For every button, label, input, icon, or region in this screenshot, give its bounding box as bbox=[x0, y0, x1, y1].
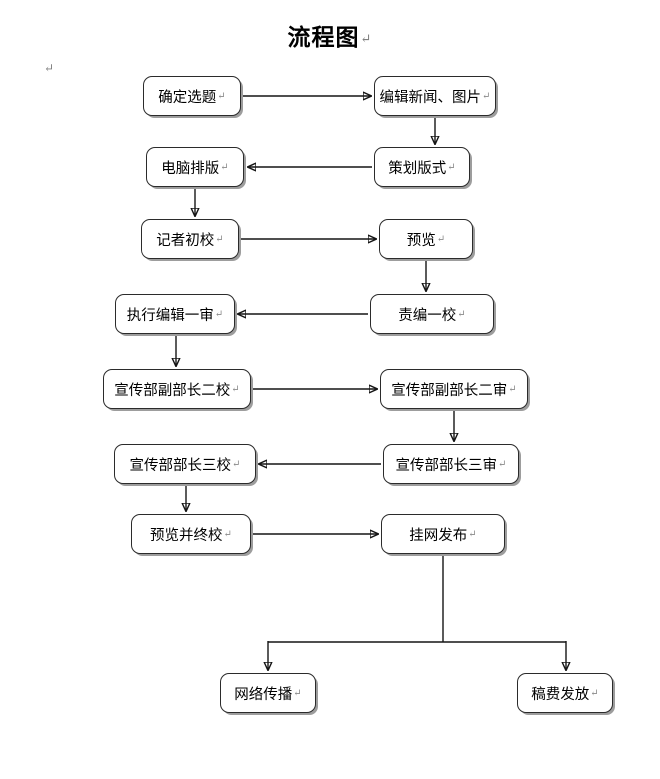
pilcrow-mark: ↵ bbox=[232, 458, 241, 470]
flow-node-zebian-yijiao[interactable]: 责编一校↵ bbox=[370, 294, 494, 334]
flow-node-diannao-paiban[interactable]: 电脑排版↵ bbox=[146, 147, 244, 187]
flow-node-label: 宣传部副部长二审 bbox=[391, 382, 508, 399]
pilcrow-mark: ↵ bbox=[214, 308, 224, 320]
flow-node-label: 编辑新闻、图片 bbox=[379, 89, 482, 106]
flow-node-label: 挂网发布 bbox=[409, 527, 468, 544]
pilcrow-mark: ↵ bbox=[590, 687, 599, 699]
flow-node-guawang-fabu[interactable]: 挂网发布↵ bbox=[381, 514, 505, 554]
flow-node-label: 网络传播 bbox=[234, 686, 293, 703]
pilcrow-mark: ↵ bbox=[223, 528, 232, 540]
flow-node-yulan[interactable]: 预览↵ bbox=[379, 219, 473, 259]
flow-node-label: 预览 bbox=[406, 232, 436, 249]
flow-node-xuanchuanbu-fubuzhang-ershen[interactable]: 宣传部副部长二审↵ bbox=[380, 369, 528, 409]
flow-node-xuanchuanbu-buzhang-sanshen[interactable]: 宣传部部长三审↵ bbox=[383, 444, 519, 484]
pilcrow-mark: ↵ bbox=[217, 90, 226, 102]
pilcrow-mark: ↵ bbox=[231, 383, 240, 395]
flow-node-wangluo-chuanbo[interactable]: 网络传播↵ bbox=[220, 673, 316, 713]
pilcrow-mark: ↵ bbox=[498, 458, 507, 470]
flow-node-queding-xuanti[interactable]: 确定选题↵ bbox=[143, 76, 241, 116]
pilcrow-mark: ↵ bbox=[447, 161, 456, 173]
flow-node-bianji-xinwen-tupian[interactable]: 编辑新闻、图片↵ bbox=[374, 76, 496, 116]
flow-node-label: 预览并终校 bbox=[150, 527, 223, 544]
flow-node-label: 策划版式 bbox=[388, 160, 447, 177]
flow-node-cehua-banshi[interactable]: 策划版式↵ bbox=[374, 147, 470, 187]
flow-node-label: 宣传部部长三审 bbox=[395, 457, 498, 474]
page-title: 流程图↵ bbox=[0, 18, 660, 52]
pilcrow-mark: ↵ bbox=[360, 31, 373, 46]
flow-node-label: 电脑排版 bbox=[161, 160, 220, 177]
stray-pilcrow-mark: ↵ bbox=[44, 61, 55, 75]
flow-node-yulan-bing-zhongjiao[interactable]: 预览并终校↵ bbox=[131, 514, 251, 554]
page-title-text: 流程图 bbox=[287, 25, 360, 50]
pilcrow-mark: ↵ bbox=[482, 90, 491, 102]
flow-node-label: 记者初校 bbox=[156, 232, 215, 249]
pilcrow-mark: ↵ bbox=[436, 233, 446, 245]
flow-node-label: 责编一校 bbox=[398, 307, 457, 324]
pilcrow-mark: ↵ bbox=[220, 161, 229, 173]
flow-node-label: 执行编辑一审 bbox=[126, 307, 214, 324]
flow-node-label: 稿费发放 bbox=[531, 686, 590, 703]
pilcrow-mark: ↵ bbox=[468, 528, 477, 540]
flow-node-label: 确定选题 bbox=[158, 89, 217, 106]
flow-node-label: 宣传部部长三校 bbox=[129, 457, 232, 474]
pilcrow-mark: ↵ bbox=[457, 308, 466, 320]
flow-node-xuanchuanbu-fubuzhang-erjiao[interactable]: 宣传部副部长二校↵ bbox=[103, 369, 251, 409]
flow-node-xuanchuanbu-buzhang-sanjiao[interactable]: 宣传部部长三校↵ bbox=[114, 444, 256, 484]
flow-node-jizhe-chujiao[interactable]: 记者初校↵ bbox=[141, 219, 239, 259]
flow-node-zhixing-bianji-yishen[interactable]: 执行编辑一审↵ bbox=[115, 294, 235, 334]
flow-node-gaofei-fafang[interactable]: 稿费发放↵ bbox=[517, 673, 613, 713]
pilcrow-mark: ↵ bbox=[293, 687, 302, 699]
pilcrow-mark: ↵ bbox=[508, 383, 517, 395]
flow-node-label: 宣传部副部长二校 bbox=[114, 382, 231, 399]
pilcrow-mark: ↵ bbox=[215, 233, 224, 245]
